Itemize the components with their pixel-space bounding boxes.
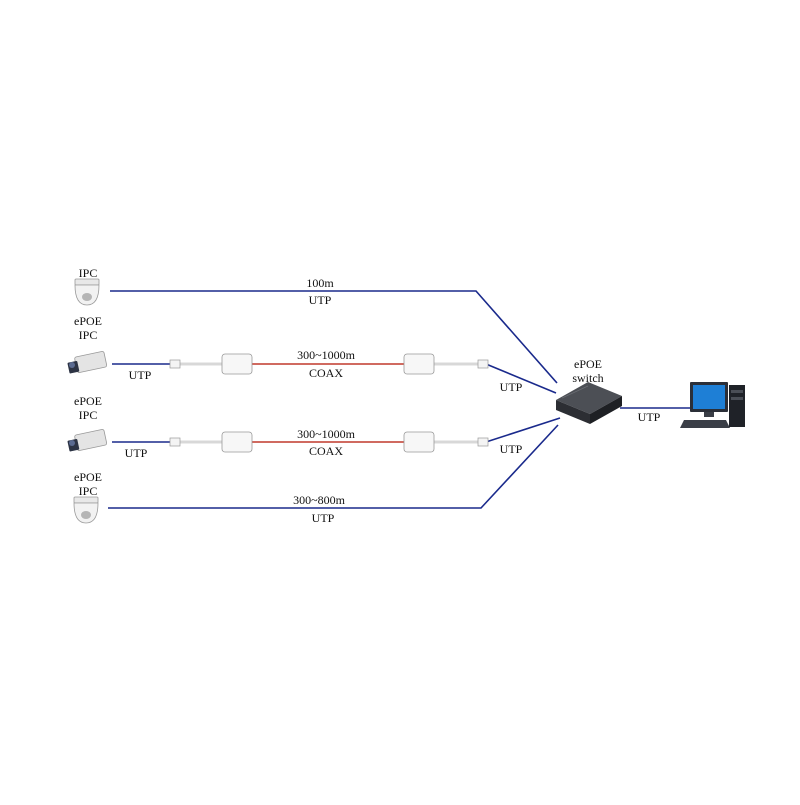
switch-epoe-text: ePOE [574, 357, 602, 371]
epoe-converter-icon [221, 431, 435, 453]
device-label-row2: ePOE IPC [74, 314, 102, 342]
link-row4-distance: 300~800m [293, 493, 345, 507]
switch-type-text: switch [572, 371, 604, 385]
link-row2-medium: COAX [308, 366, 344, 380]
device-label-row1: IPC [79, 266, 98, 280]
link-row3-left-medium: UTP [124, 446, 148, 460]
link-row2-distance: 300~1000m [297, 348, 355, 362]
device-label-row4: ePOE IPC [74, 470, 102, 498]
dome-camera-icon [73, 496, 99, 524]
link-row3-right-medium: UTP [499, 442, 523, 456]
device-label-row3: ePOE IPC [74, 394, 102, 422]
box-camera-icon [67, 429, 108, 452]
device-type-text: IPC [78, 266, 98, 280]
link-row2-right-medium: UTP [499, 380, 523, 394]
device-epoe-text: ePOE [74, 314, 102, 328]
device-type-text: IPC [78, 484, 98, 498]
link-row2-left-medium: UTP [128, 368, 152, 382]
link-row4 [108, 424, 559, 509]
desktop-computer-icon [680, 382, 745, 428]
link-row3-distance: 300~1000m [297, 427, 355, 441]
switch-label: ePOE switch [572, 357, 603, 385]
device-epoe-text: ePOE [74, 394, 102, 408]
device-epoe-text: ePOE [74, 470, 102, 484]
device-type-text: IPC [78, 328, 98, 342]
device-type-text: IPC [78, 408, 98, 422]
link-row1-medium: UTP [308, 293, 332, 307]
link-row1 [110, 290, 558, 384]
epoe-converter-icon [221, 353, 435, 375]
link-row1-distance: 100m [306, 276, 334, 290]
link-pc-medium: UTP [637, 410, 661, 424]
link-row3 [112, 417, 561, 444]
link-row2 [112, 362, 557, 394]
box-camera-icon [67, 351, 108, 374]
link-row3-medium: COAX [308, 444, 344, 458]
dome-camera-icon [74, 278, 100, 306]
network-switch-icon [556, 382, 622, 424]
rj45-connector-icon [169, 359, 489, 369]
link-row4-medium: UTP [311, 511, 335, 525]
rj45-connector-icon [169, 437, 489, 447]
